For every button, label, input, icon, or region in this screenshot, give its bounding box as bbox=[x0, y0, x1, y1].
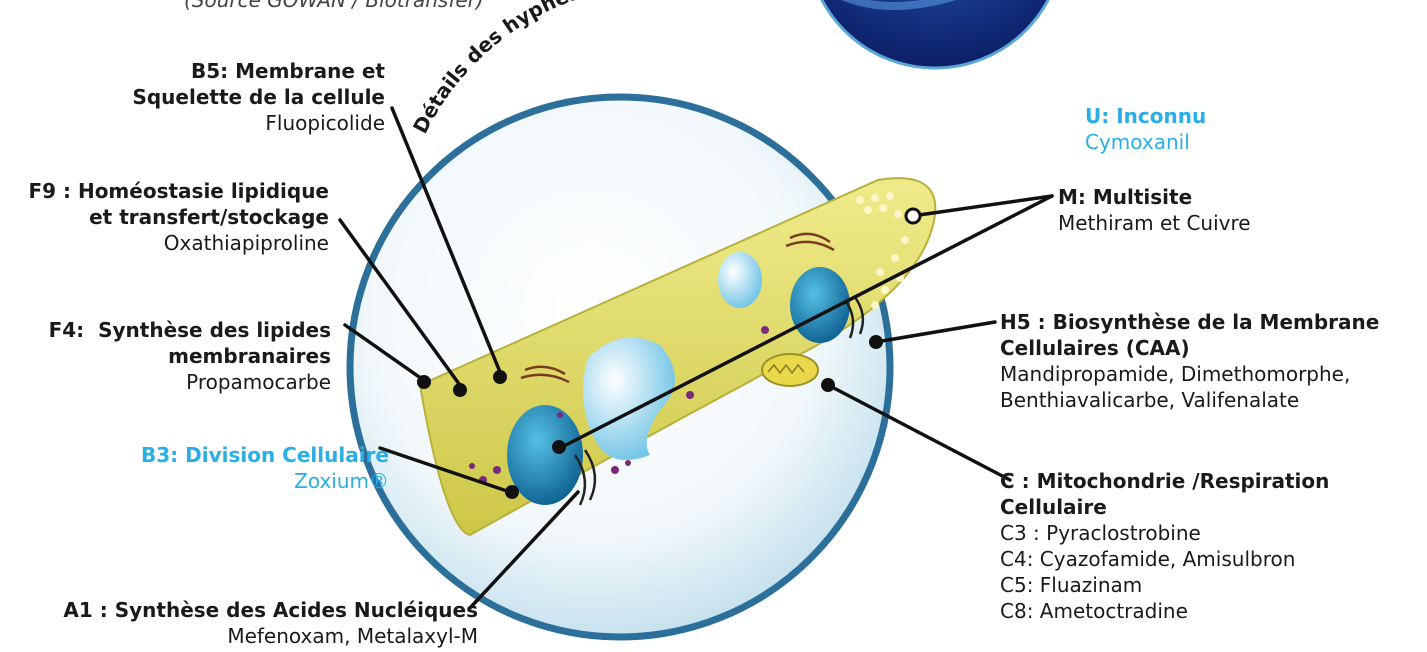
label-m: M: Multisite Methiram et Cuivre bbox=[1058, 184, 1251, 236]
label-u: U: Inconnu Cymoxanil bbox=[1085, 103, 1206, 155]
label-b3-title: B3: Division Cellulaire bbox=[141, 442, 389, 468]
label-f9: F9 : Homéostasie lipidique et transfert/… bbox=[28, 178, 329, 256]
label-f4-title: F4: Synthèse des lipides membranaires bbox=[49, 317, 331, 369]
vacuole-small bbox=[718, 252, 762, 308]
label-f4: F4: Synthèse des lipides membranaires Pr… bbox=[49, 317, 331, 395]
label-f9-desc: Oxathiapiproline bbox=[28, 230, 329, 256]
label-a1-title: A1 : Synthèse des Acides Nucléiques bbox=[63, 597, 478, 623]
label-b3-desc: Zoxium® bbox=[141, 468, 389, 494]
microscope-photo-circle bbox=[807, 0, 1063, 68]
label-m-desc: Methiram et Cuivre bbox=[1058, 210, 1251, 236]
label-u-title: U: Inconnu bbox=[1085, 103, 1206, 129]
label-m-title: M: Multisite bbox=[1058, 184, 1251, 210]
label-a1-desc: Mefenoxam, Metalaxyl-M bbox=[63, 623, 478, 649]
label-u-desc: Cymoxanil bbox=[1085, 129, 1206, 155]
label-b5: B5: Membrane et Squelette de la cellule … bbox=[132, 58, 385, 136]
label-f4-desc: Propamocarbe bbox=[49, 369, 331, 395]
label-b5-desc: Fluopicolide bbox=[132, 110, 385, 136]
label-h5-desc: Mandipropamide, Dimethomorphe, Benthiava… bbox=[1000, 361, 1379, 413]
label-c-desc: C3 : Pyraclostrobine C4: Cyazofamide, Am… bbox=[1000, 520, 1329, 624]
label-c-title: C : Mitochondrie /Respiration Cellulaire bbox=[1000, 468, 1329, 520]
label-b5-title: B5: Membrane et Squelette de la cellule bbox=[132, 58, 385, 110]
label-b3: B3: Division Cellulaire Zoxium® bbox=[141, 442, 389, 494]
pointer-h5 bbox=[876, 322, 995, 342]
label-a1: A1 : Synthèse des Acides Nucléiques Mefe… bbox=[63, 597, 478, 649]
label-c: C : Mitochondrie /Respiration Cellulaire… bbox=[1000, 468, 1329, 624]
label-h5-title: H5 : Biosynthèse de la Membrane Cellulai… bbox=[1000, 309, 1379, 361]
label-f9-title: F9 : Homéostasie lipidique et transfert/… bbox=[28, 178, 329, 230]
source-note: (Source GOWAN / Biotransfer) bbox=[184, 0, 484, 12]
label-h5: H5 : Biosynthèse de la Membrane Cellulai… bbox=[1000, 309, 1379, 413]
